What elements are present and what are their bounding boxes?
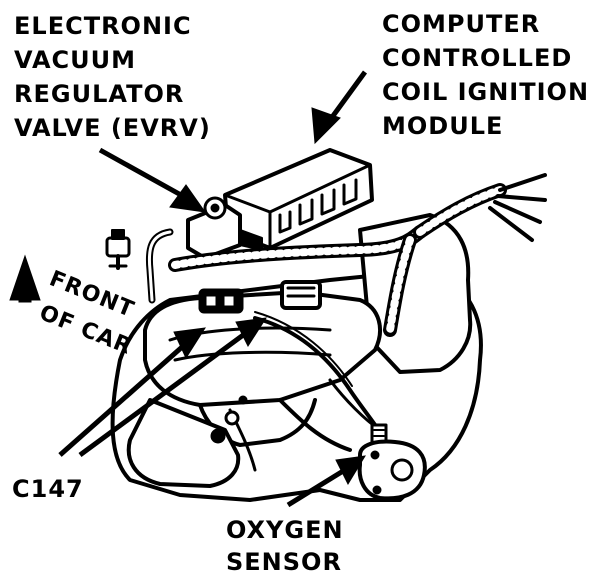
left-cover [126,398,241,488]
evrv-line-3: REGULATOR [14,80,184,108]
engine-drawing [105,148,547,502]
label-c147: C147 [12,475,84,503]
callout-arrows [9,70,368,508]
front-arrow [9,254,41,303]
evrv-arrowhead [169,184,207,213]
label-ccci: COMPUTER CONTROLLED COIL IGNITION MODULE [382,10,589,140]
evrv-line-1: ELECTRONIC [14,12,192,40]
oxygen-arrowhead [335,455,366,486]
evrv-line-4: VALVE (EVRV) [14,114,211,142]
oxygen-line-1: OXYGEN [226,516,344,544]
ccci-line-1: COMPUTER [382,10,540,38]
oxygen-line-2: SENSOR [226,548,342,576]
ccci-line-4: MODULE [382,112,503,140]
c147-arrowhead-1 [173,327,206,360]
ccci-line-3: COIL IGNITION [382,78,589,106]
evrv-line-2: VACUUM [14,46,136,74]
intake-plenum [143,290,382,407]
left-sensor [105,229,131,270]
ccci-line-2: CONTROLLED [382,44,572,72]
oxygen-sensor-wire [253,316,382,434]
ccci-arrowhead [311,107,341,145]
exhaust-flange [357,439,427,501]
label-front-of-car: FRONT OF CAR [36,266,138,360]
wiring-harness [168,173,547,337]
label-evrv: ELECTRONIC VACUUM REGULATOR VALVE (EVRV) [14,12,211,142]
label-oxygen-sensor: OXYGEN SENSOR [226,516,344,576]
c147-arrowhead-2 [235,317,268,348]
